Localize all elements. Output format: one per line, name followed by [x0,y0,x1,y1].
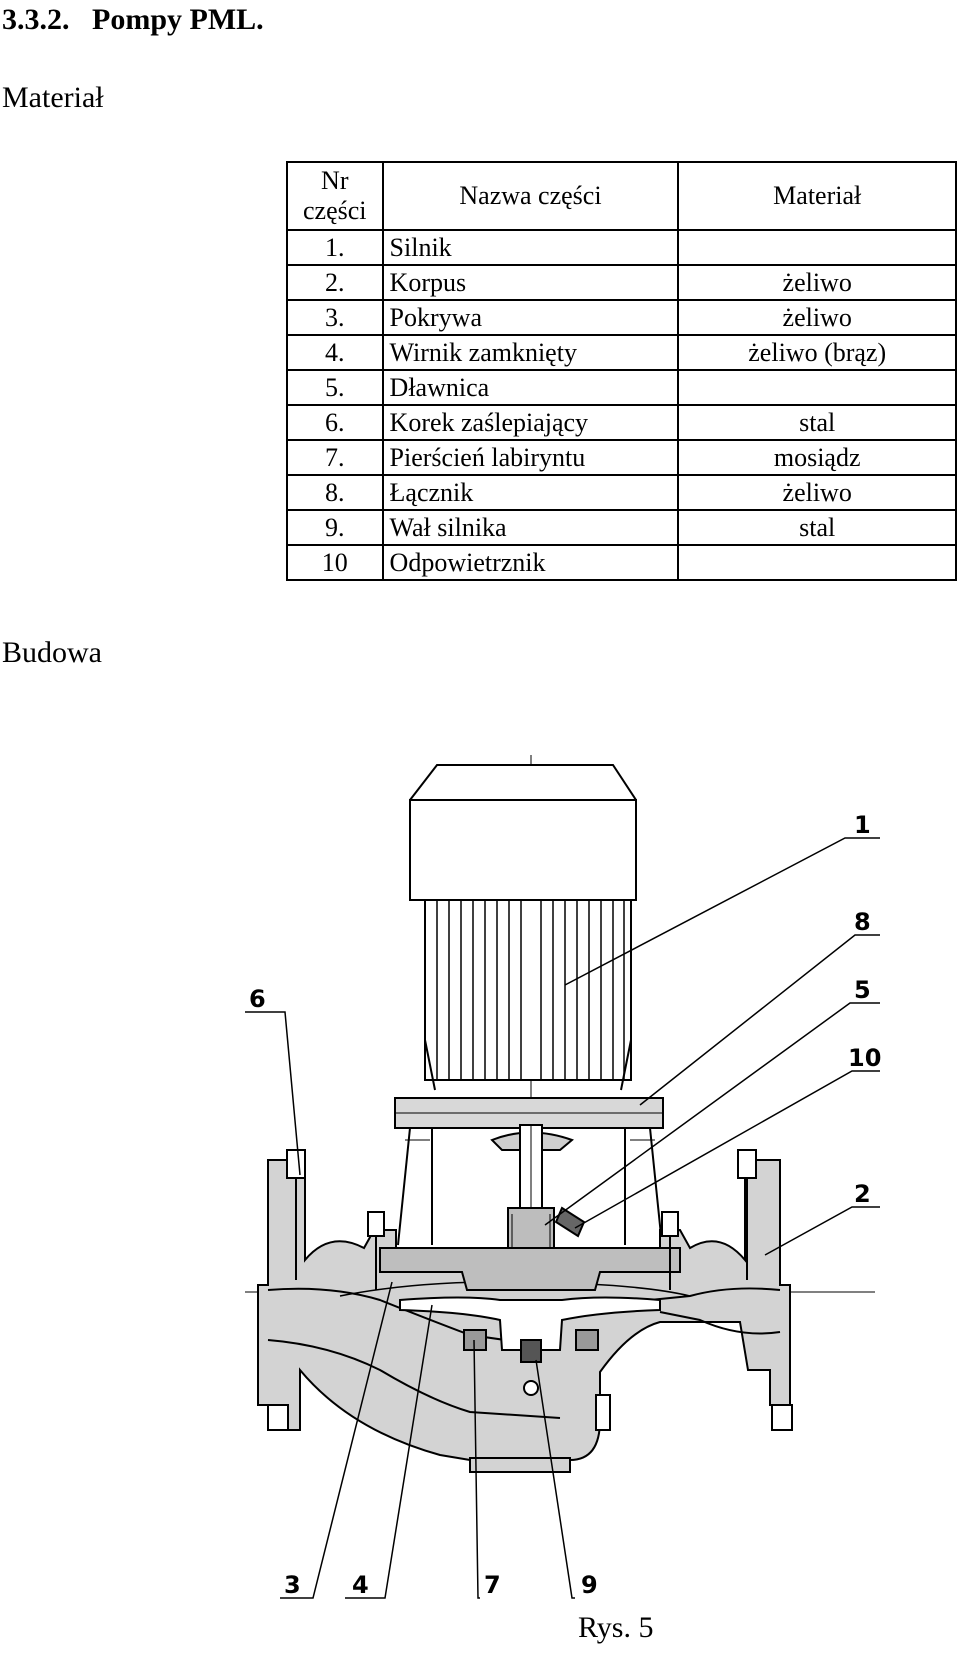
cell-material: żeliwo [677,474,957,511]
header-material: Materiał [677,161,957,231]
table-header-row: Nr części Nazwa części Materiał [286,161,957,231]
cell-name: Odpowietrznik [381,544,680,581]
cell-nr: 2. [286,264,384,301]
cell-material [677,369,957,406]
callout-9: 9 [581,1571,598,1599]
callout-1: 1 [854,811,871,839]
cell-nr: 6. [286,404,384,441]
cell-nr: 1. [286,229,384,266]
cell-name: Korpus [381,264,680,301]
cell-name: Silnik [381,229,680,266]
cell-material [677,544,957,581]
cell-nr: 10 [286,544,384,581]
cell-nr: 5. [286,369,384,406]
impeller-nut [520,1339,542,1363]
casing-bolts [267,1149,793,1431]
callout-3: 3 [284,1571,301,1599]
material-subheading: Materiał [2,81,104,114]
pump-cross-section-drawing: 1 8 5 10 2 6 3 4 7 9 [245,755,881,1599]
table-row: 5.Dławnica [286,369,957,406]
callout-4: 4 [352,1571,369,1599]
impeller [399,1296,661,1351]
cell-material: mosiądz [677,439,957,476]
cell-material: żeliwo (brąz) [677,334,957,371]
cell-material: stal [677,509,957,546]
casing-foot [469,1457,571,1473]
motor-fan-cover [409,764,637,901]
cell-material: żeliwo [677,299,957,336]
cell-name: Wirnik zamknięty [381,334,680,371]
cell-material: stal [677,404,957,441]
cell-name: Pierścień labiryntu [381,439,680,476]
budowa-subheading: Budowa [2,636,102,669]
cell-nr: 3. [286,299,384,336]
section-title: Pompy PML. [92,3,264,36]
header-nr: Nr części [286,161,384,231]
callout-leaders [245,837,880,1599]
figure-caption: Rys. 5 [578,1611,654,1644]
cell-name: Wał silnika [381,509,680,546]
cell-nr: 9. [286,509,384,546]
callout-10: 10 [848,1044,881,1072]
cell-material [677,229,957,266]
callout-8: 8 [854,908,871,936]
callout-2: 2 [854,1180,871,1208]
lantern-bracket [397,1127,663,1246]
cell-nr: 8. [286,474,384,511]
pump-cover [379,1247,681,1291]
callout-5: 5 [854,976,871,1004]
labyrinth-ring [463,1329,487,1351]
cell-name: Korek zaślepiający [381,404,680,441]
section-number: 3.3.2. [2,3,70,36]
callout-6: 6 [249,985,266,1013]
air-vent [554,1206,586,1238]
drain-point [523,1380,539,1396]
cell-name: Pokrywa [381,299,680,336]
cell-nr: 4. [286,334,384,371]
table-row: 1.Silnik [286,229,957,266]
callout-7: 7 [484,1571,501,1599]
cell-nr: 7. [286,439,384,476]
cell-material: żeliwo [677,264,957,301]
section-heading: 3.3.2. Pompy PML. [2,0,264,40]
motor-body [424,899,632,1091]
cell-name: Łącznik [381,474,680,511]
header-name: Nazwa części [381,161,680,231]
cell-name: Dławnica [381,369,680,406]
parts-table: Nr części Nazwa części Materiał 1.Silnik… [286,161,957,581]
